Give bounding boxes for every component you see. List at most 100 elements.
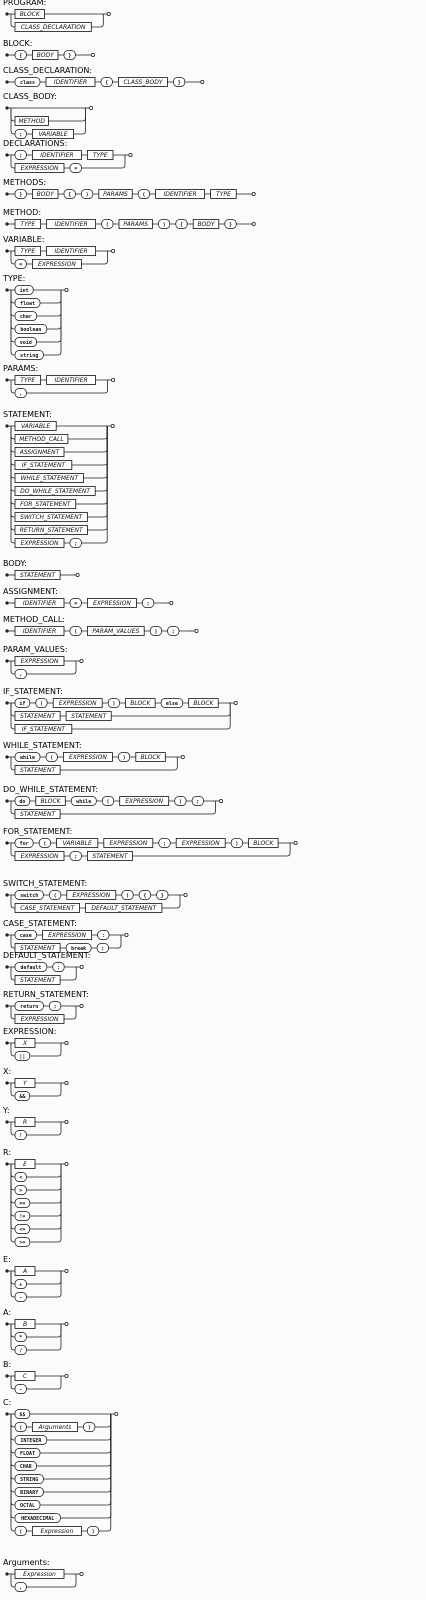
terminal-switch: switch [14,890,44,900]
symbol-text: TYPE [20,377,35,384]
terminal-float: float [14,298,41,308]
rule-label: C: [3,1398,11,1407]
symbol-text: EXPRESSION [182,840,220,847]
symbol-text: BODY [37,52,55,59]
terminal-sym: ) [87,1526,100,1536]
nonterminal-a: A [14,1266,36,1276]
nonterminal-type: TYPE [14,219,42,229]
terminal-sym: { [100,77,113,87]
terminal-sym: : [97,930,110,940]
terminal-sym: >= [14,1237,31,1247]
symbol-text: ; [19,153,22,159]
terminal-sym: { [138,890,151,900]
rule-label: STATEMENT: [3,410,52,419]
rule-return-statement: RETURN_STATEMENT:return;EXPRESSION [3,990,89,1024]
symbol-text: R [23,1119,27,1126]
symbol-text: if [19,701,25,707]
symbol-text: class [20,80,35,86]
symbol-text: TYPE [20,248,35,255]
branch [10,1414,15,1454]
rule-label: DEFAULT_STATEMENT: [3,951,90,960]
symbol-text: string [20,353,38,359]
terminal-sym: - [14,1292,27,1302]
symbol-text: STATEMENT [92,853,129,860]
branch [10,935,15,949]
symbol-text: BLOCK [253,840,274,847]
symbol-text: EXPRESSION [109,840,147,847]
terminal-sym: ( [45,752,58,762]
branch [10,1164,15,1230]
rule-label: CASE_STATEMENT: [3,919,77,928]
nonterminal-block: BLOCK [125,698,156,708]
branch [10,426,15,492]
symbol-text: } [19,192,22,198]
end-dot [183,893,188,898]
nonterminal-expression: EXPRESSION [42,930,92,940]
branch [57,290,62,304]
symbol-text: } [161,893,164,899]
branch [10,757,15,771]
branch [10,1043,15,1057]
rule-label: SWITCH_STATEMENT: [3,879,87,888]
end-dot [64,1041,69,1046]
branch [10,1164,15,1204]
symbol-text: VARIABLE [63,840,92,847]
branch [10,426,15,440]
symbol-text: != [19,1214,25,1220]
symbol-text: B [23,1321,27,1328]
end-dot [169,601,174,606]
symbol-text: ) [86,192,89,198]
symbol-text: { [105,80,108,86]
nonterminal-method-call: METHOD_CALL [14,434,69,444]
symbol-text: TYPE [216,191,231,198]
symbol-text: , [19,672,22,678]
branch [10,1164,15,1178]
terminal-sym: > [14,1185,27,1195]
terminal-sym: : [52,962,65,972]
symbol-text: IDENTIFIER [40,152,73,159]
symbol-text: IDENTIFIER [54,221,87,228]
terminal-return: return [14,1001,44,1011]
branch [57,1164,62,1230]
symbol-text: return [20,1004,38,1010]
terminal-for: for [14,838,34,848]
nonterminal-identifier: IDENTIFIER [46,219,96,229]
branch [73,967,77,981]
terminal-sym: } [63,50,76,60]
nonterminal-e: E [14,1159,36,1169]
branch [72,661,77,675]
nonterminal-expression: Expression [14,1569,65,1579]
terminal-sym: || [14,1051,31,1061]
symbol-text: < [19,1175,22,1181]
rule-label: WHILE_STATEMENT: [3,741,82,750]
terminal-while: while [14,752,41,762]
symbol-text: CHAR [20,1464,33,1470]
rule-method-call: METHOD_CALL:IDENTIFIER(PARAM_VALUES); [3,615,199,636]
end-dot [251,191,256,196]
end-dot [64,1374,69,1379]
symbol-text: EXPRESSION [125,798,163,805]
terminal-break: break [65,943,92,953]
symbol-text: BLOCK [40,798,61,805]
terminal-sym: { [175,219,188,229]
branch [72,1006,77,1020]
branch [57,1324,62,1351]
terminal-char: char [14,311,37,321]
symbol-text: = [74,166,77,172]
terminal-sym: ) [121,890,134,900]
nonterminal-statement: STATEMENT [14,765,61,775]
symbol-text: IDENTIFIER [54,248,87,255]
terminal-hexadecimal: HEXADECIMAL [14,1513,61,1523]
nonterminal-return-statement: RETURN_STATEMENT [14,525,88,535]
rule-b: B:C- [3,1360,69,1394]
nonterminal-identifier: IDENTIFIER [14,626,65,636]
symbol-text: ) [163,222,166,228]
branch [57,1164,62,1204]
end-dot [64,1120,69,1125]
symbol-text: boolean [20,327,41,333]
rule-label: PROGRAM: [3,0,46,7]
branch [176,895,181,909]
symbol-text: switch [20,893,38,899]
